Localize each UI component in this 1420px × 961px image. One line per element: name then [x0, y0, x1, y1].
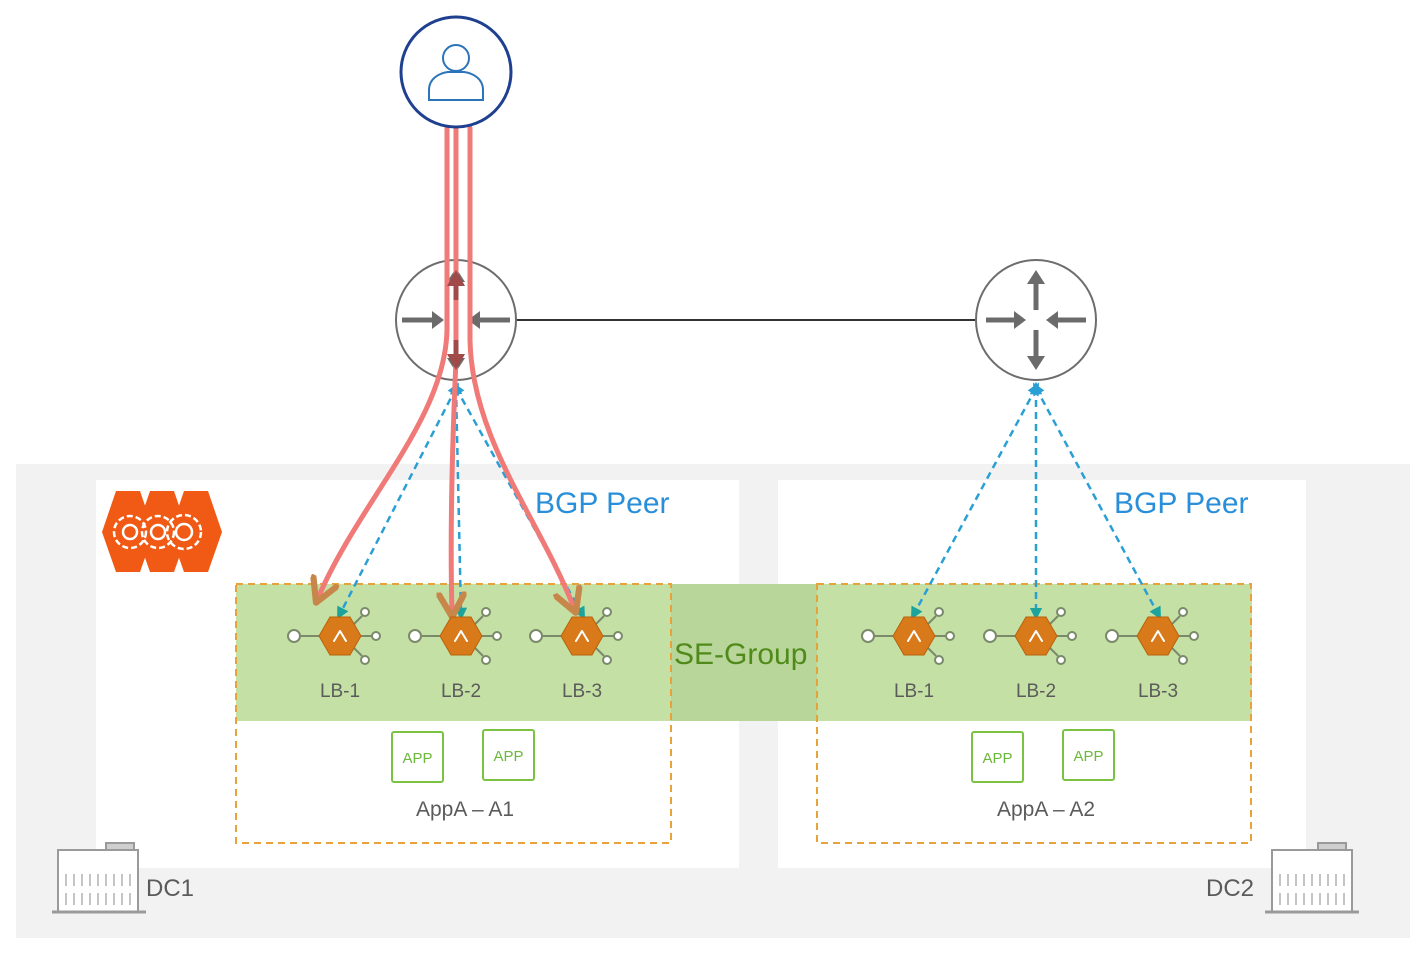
lb-node[interactable]: LB-2	[983, 607, 1077, 702]
app-box-label: APP	[402, 750, 432, 767]
controller-cluster-icon	[102, 491, 222, 572]
router-flow-arrows	[447, 270, 465, 370]
caret-icon	[1029, 630, 1043, 642]
lb-links	[861, 607, 955, 665]
bgp-peer-label-dc1: BGP Peer	[535, 487, 670, 520]
lb-node[interactable]: LB-2	[408, 607, 502, 702]
load-balancer-icon	[439, 616, 483, 656]
se-group-overlap	[671, 584, 817, 721]
lb-links	[408, 607, 502, 665]
lb-label: LB-2	[441, 681, 481, 702]
bgp-peer-link	[1033, 382, 1161, 620]
lb-node[interactable]: LB-1	[287, 607, 381, 702]
lb-node[interactable]: LB-1	[861, 607, 955, 702]
load-balancer-icon	[560, 616, 604, 656]
bgp-peer-label-dc2: BGP Peer	[1114, 487, 1249, 520]
load-balancer-icon	[1136, 616, 1180, 656]
app-box-icon	[971, 731, 1024, 783]
router-icon	[986, 270, 1086, 370]
lb-label: LB-1	[894, 681, 934, 702]
caret-icon	[1151, 630, 1165, 642]
app-group-label-dc2: AppA – A2	[997, 798, 1095, 821]
bgp-peer-link	[337, 382, 459, 620]
bgp-peer-link	[911, 382, 1039, 620]
dc2-label: DC2	[1206, 875, 1254, 902]
lb-links	[1105, 607, 1199, 665]
lb-node[interactable]: LB-3	[1105, 607, 1199, 702]
app-box-icon	[391, 731, 444, 783]
lb-label: LB-3	[1138, 681, 1178, 702]
lb-node[interactable]: LB-3	[529, 607, 623, 702]
dc1-label: DC1	[146, 875, 194, 902]
router-dc2[interactable]	[975, 259, 1097, 381]
lb-list-dc2: LB-1 LB-2 LB-3	[861, 607, 1199, 702]
lb-list-dc1: LB-1 LB-2 LB-3	[287, 607, 623, 702]
app-box-dc2-2[interactable]: APP	[1062, 729, 1115, 781]
lb-label: LB-2	[1016, 681, 1056, 702]
app-group-label-dc1: AppA – A1	[416, 798, 514, 821]
app-box-label: APP	[1073, 748, 1103, 765]
app-box-dc2-1[interactable]: APP	[971, 731, 1024, 783]
traffic-flows	[318, 125, 574, 612]
app-box-dc1-1[interactable]: APP	[391, 731, 444, 783]
bgp-links-dc1	[337, 381, 586, 621]
traffic-flow-lb2	[451, 125, 456, 612]
datacenter-building-icon	[52, 842, 146, 914]
app-box-dc1-2[interactable]: APP	[482, 729, 535, 781]
lb-links	[983, 607, 1077, 665]
lb-links	[529, 607, 623, 665]
load-balancer-icon	[892, 616, 936, 656]
caret-icon	[333, 630, 347, 642]
lb-label: LB-3	[562, 681, 602, 702]
user-icon	[428, 44, 484, 101]
user[interactable]	[399, 15, 513, 129]
se-group-label: SE-Group	[674, 638, 807, 671]
bgp-links-dc2	[911, 381, 1161, 621]
load-balancer-icon	[318, 616, 362, 656]
caret-icon	[575, 630, 589, 642]
app-box-label: APP	[493, 748, 523, 765]
caret-icon	[907, 630, 921, 642]
datacenter-building-icon	[1265, 842, 1359, 914]
traffic-flow-lb3	[467, 125, 574, 608]
app-box-label: APP	[982, 750, 1012, 767]
traffic-flow-lb1	[318, 125, 450, 598]
lb-label: LB-1	[320, 681, 360, 702]
app-box-icon	[482, 729, 535, 781]
caret-icon	[454, 630, 468, 642]
load-balancer-icon	[1014, 616, 1058, 656]
app-box-icon	[1062, 729, 1115, 781]
